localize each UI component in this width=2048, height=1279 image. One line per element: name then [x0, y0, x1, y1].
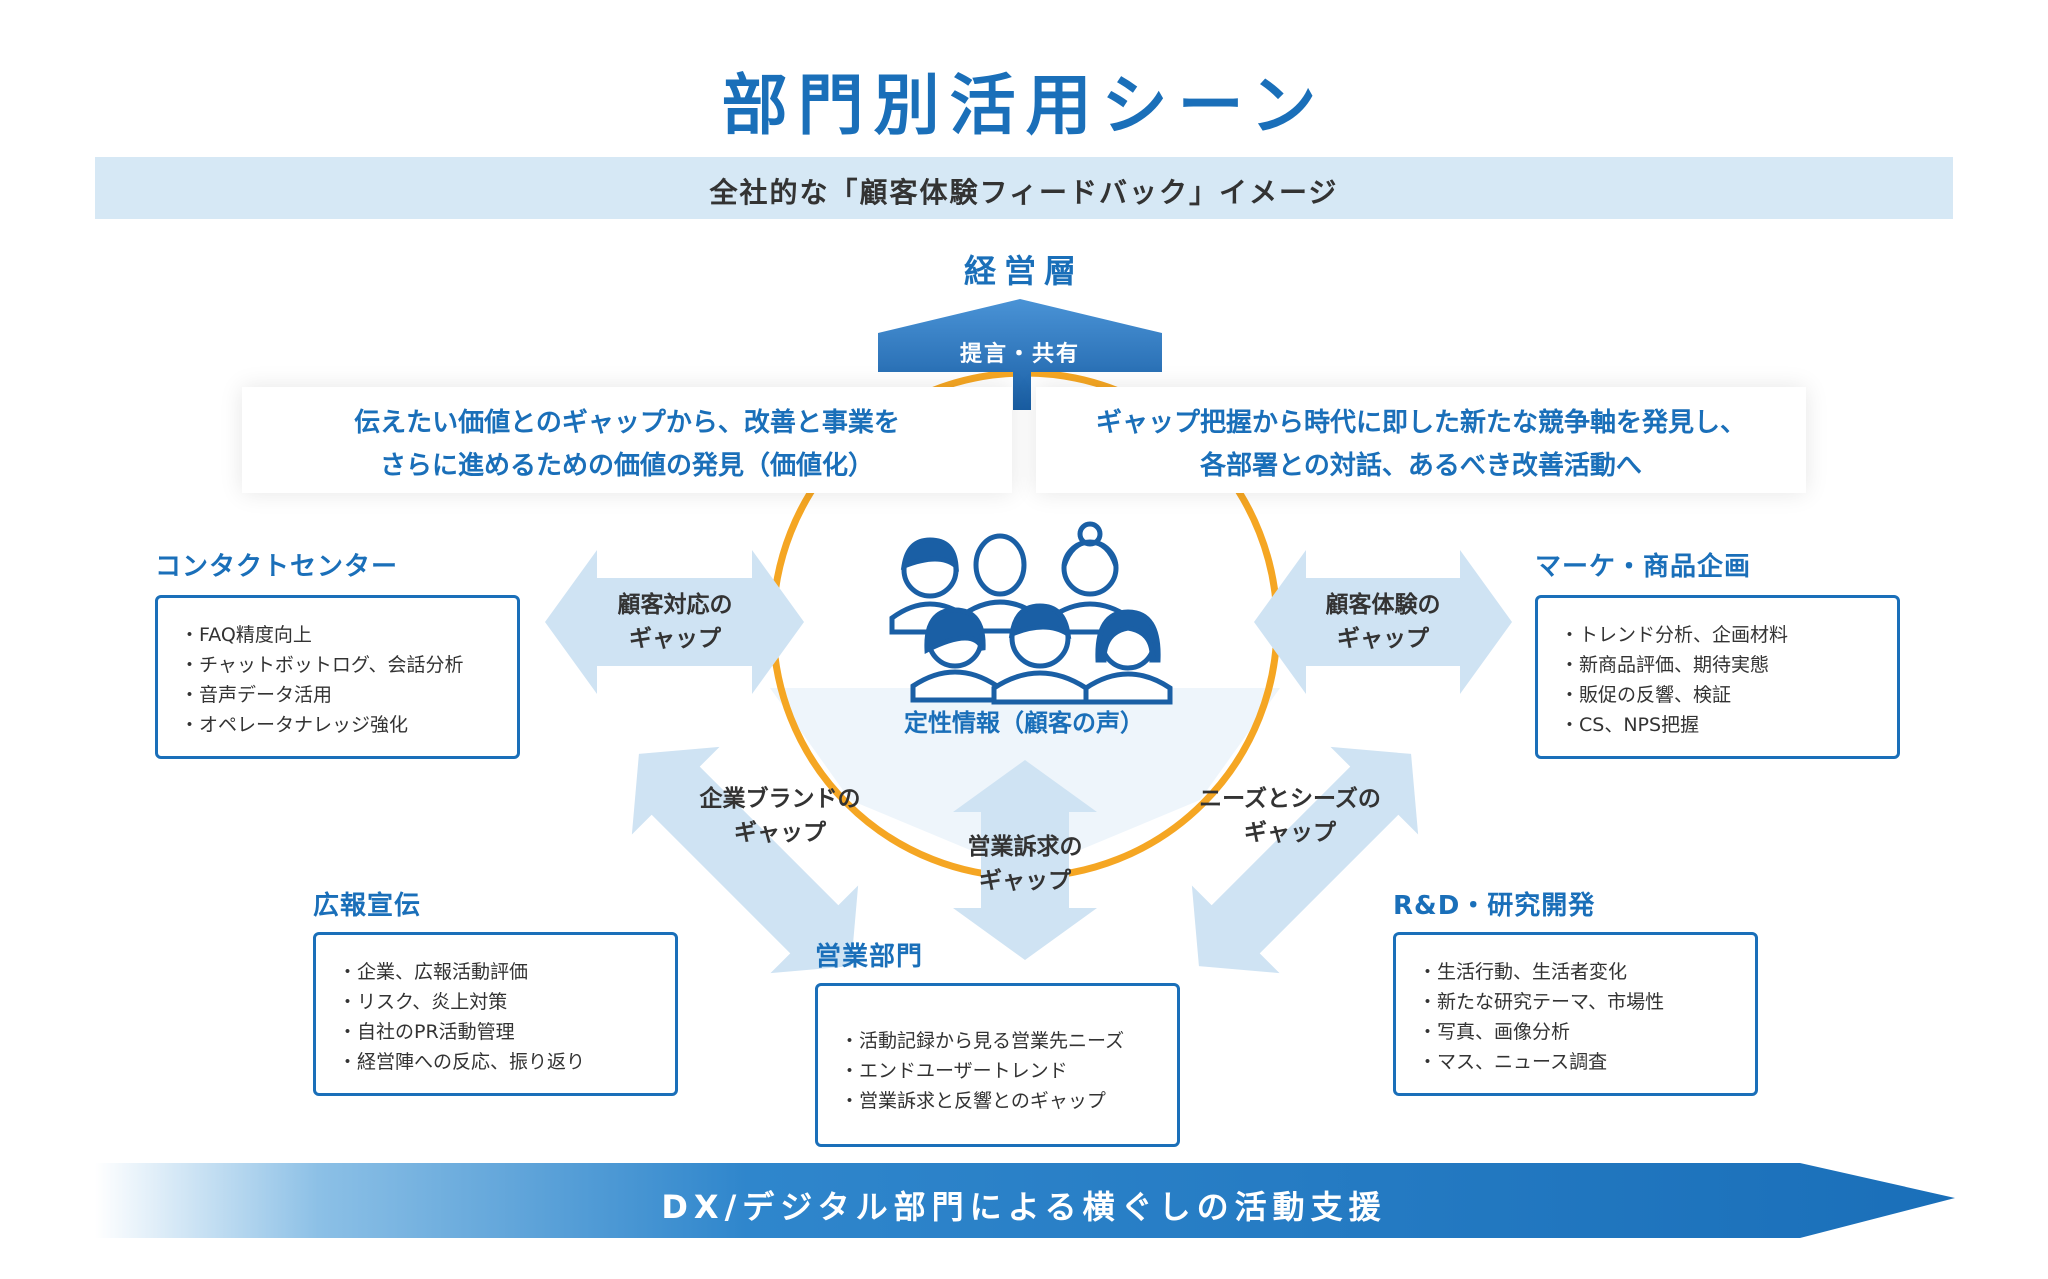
competitive-axis-line-1: ギャップ把握から時代に即した新たな競争軸を発見し、: [1095, 408, 1746, 438]
pr-title: 広報宣伝: [313, 891, 422, 921]
brand-gap-arrow: [631, 746, 859, 974]
brand-gap-line-1: 企業ブランドの: [699, 786, 861, 812]
brand-gap-line-2: ギャップ: [734, 820, 826, 846]
list-item: リスク、炎上対策: [338, 987, 675, 1017]
sales-gap-arrow: [953, 760, 1097, 960]
people-group-icon: [889, 521, 1173, 705]
contact-gap-label: 顧客対応の ギャップ: [575, 588, 775, 656]
sales-box: 活動記録から見る営業先ニーズ エンドユーザートレンド 営業訴求と反響とのギャップ: [815, 983, 1180, 1147]
list-item: オペレータナレッジ強化: [180, 710, 517, 740]
list-item: 販促の反響、検証: [1560, 680, 1897, 710]
sales-gap-line-1: 営業訴求の: [967, 834, 1083, 860]
executive-arrow-label: 提言・共有: [959, 342, 1080, 367]
executive-up-arrow: [878, 299, 1162, 410]
list-item: 写真、画像分析: [1418, 1017, 1755, 1047]
marketing-gap-label: 顧客体験の ギャップ: [1283, 588, 1483, 656]
list-item: 活動記録から見る営業先ニーズ: [840, 1026, 1177, 1056]
value-discovery-line-2: さらに進めるための価値の発見（価値化）: [379, 451, 874, 481]
marketing-gap-line-1: 顧客体験の: [1325, 592, 1441, 618]
list-item: チャットボットログ、会話分析: [180, 650, 517, 680]
needs-gap-line-2: ギャップ: [1244, 820, 1336, 846]
subtitle: 全社的な「顧客体験フィードバック」イメージ: [709, 176, 1339, 209]
list-item: 自社のPR活動管理: [338, 1017, 675, 1047]
contact-center-title: コンタクトセンター: [155, 552, 399, 582]
brand-gap-label: 企業ブランドの ギャップ: [660, 782, 900, 850]
list-item: 営業訴求と反響とのギャップ: [840, 1086, 1177, 1116]
page-title: 部門別活用シーン: [721, 67, 1327, 144]
sales-title: 営業部門: [815, 942, 924, 972]
sales-gap-line-2: ギャップ: [979, 868, 1071, 894]
list-item: トレンド分析、企画材料: [1560, 620, 1897, 650]
pr-box: 企業、広報活動評価 リスク、炎上対策 自社のPR活動管理 経営陣への反応、振り返…: [313, 932, 678, 1096]
contact-gap-line-2: ギャップ: [629, 626, 721, 652]
subtitle-band: [95, 157, 1953, 219]
list-item: 生活行動、生活者変化: [1418, 957, 1755, 987]
marketing-box: トレンド分析、企画材料 新商品評価、期待実態 販促の反響、検証 CS、NPS把握: [1535, 595, 1900, 759]
rnd-title: R&D・研究開発: [1393, 891, 1596, 921]
list-item: 音声データ活用: [180, 680, 517, 710]
list-item: エンドユーザートレンド: [840, 1056, 1177, 1086]
marketing-gap-line-2: ギャップ: [1337, 626, 1429, 652]
list-item: FAQ精度向上: [180, 620, 517, 650]
value-discovery-line-1: 伝えたい価値とのギャップから、改善と事業を: [354, 408, 900, 438]
qualitative-info-label: 定性情報（顧客の声）: [904, 709, 1144, 737]
sales-gap-label: 営業訴求の ギャップ: [915, 830, 1135, 898]
list-item: 企業、広報活動評価: [338, 957, 675, 987]
contact-gap-line-1: 顧客対応の: [617, 592, 733, 618]
marketing-gap-arrow: [1254, 550, 1512, 694]
needs-gap-line-1: ニーズとシーズの: [1199, 786, 1381, 812]
dx-support-label: DX/デジタル部門による横ぐしの活動支援: [661, 1188, 1387, 1226]
list-item: マス、ニュース調査: [1418, 1047, 1755, 1077]
needs-gap-arrow: [1191, 746, 1419, 974]
contact-center-box: FAQ精度向上 チャットボットログ、会話分析 音声データ活用 オペレータナレッジ…: [155, 595, 520, 759]
competitive-axis-message: ギャップ把握から時代に即した新たな競争軸を発見し、 各部署との対話、あるべき改善…: [1036, 387, 1806, 493]
marketing-title: マーケ・商品企画: [1535, 552, 1752, 582]
list-item: 新たな研究テーマ、市場性: [1418, 987, 1755, 1017]
rnd-box: 生活行動、生活者変化 新たな研究テーマ、市場性 写真、画像分析 マス、ニュース調…: [1393, 932, 1758, 1096]
executive-label: 経営層: [963, 252, 1084, 290]
list-item: CS、NPS把握: [1560, 710, 1897, 740]
contact-gap-arrow: [545, 550, 804, 694]
list-item: 新商品評価、期待実態: [1560, 650, 1897, 680]
dx-footer-arrow: [95, 1163, 1955, 1238]
value-discovery-message: 伝えたい価値とのギャップから、改善と事業を さらに進めるための価値の発見（価値化…: [242, 387, 1012, 493]
list-item: 経営陣への反応、振り返り: [338, 1047, 675, 1077]
competitive-axis-line-2: 各部署との対話、あるべき改善活動へ: [1200, 451, 1642, 481]
needs-gap-label: ニーズとシーズの ギャップ: [1160, 782, 1420, 850]
